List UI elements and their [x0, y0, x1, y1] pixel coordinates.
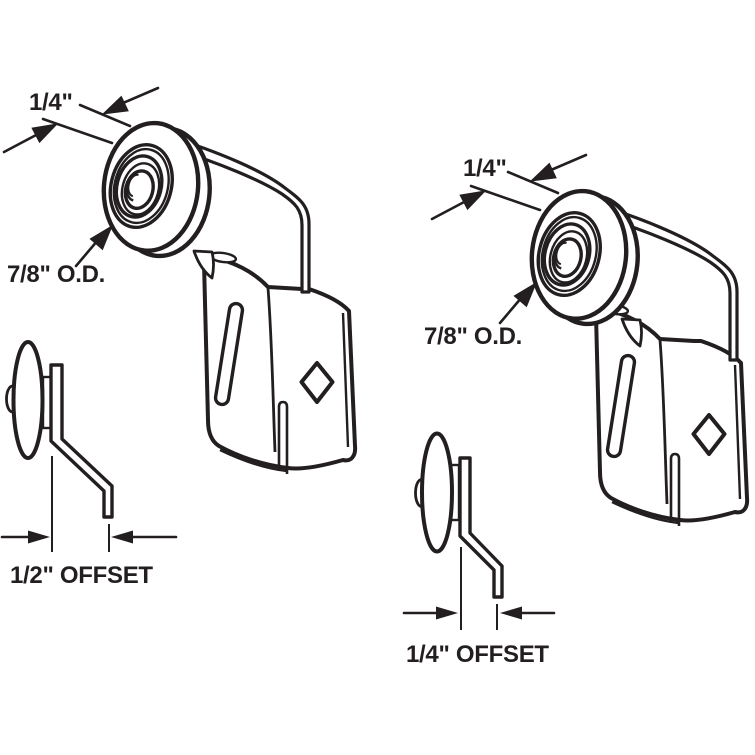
left-roller-drawing: [97, 118, 216, 260]
left-width-dim-label: 1/4": [29, 89, 73, 116]
right-od-leader-arrow: [498, 281, 538, 325]
left-od-leader-arrow: [74, 224, 114, 268]
right-offset-side-view: [402, 431, 556, 630]
right-od-dim-label: 7/8" O.D.: [424, 323, 523, 350]
right-offset-dim-label: 1/4" OFFSET: [406, 641, 549, 668]
right-width-dim-label: 1/4": [463, 155, 507, 182]
left-offset-dim-label: 1/2" OFFSET: [10, 562, 153, 589]
right-roller-drawing: [525, 186, 644, 328]
left-offset-side-view: [0, 340, 178, 552]
left-od-dim-label: 7/8" O.D.: [7, 261, 106, 288]
